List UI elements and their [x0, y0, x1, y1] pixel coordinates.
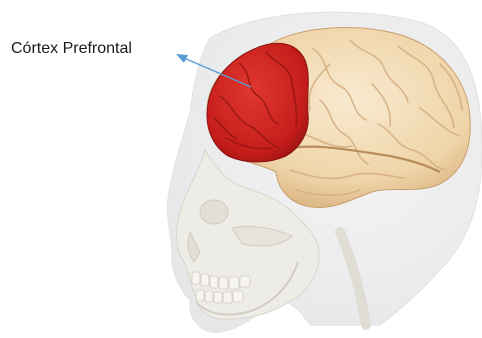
- eye-socket: [200, 200, 228, 224]
- lower-teeth: [196, 290, 243, 303]
- label-arrow-head: [176, 54, 188, 63]
